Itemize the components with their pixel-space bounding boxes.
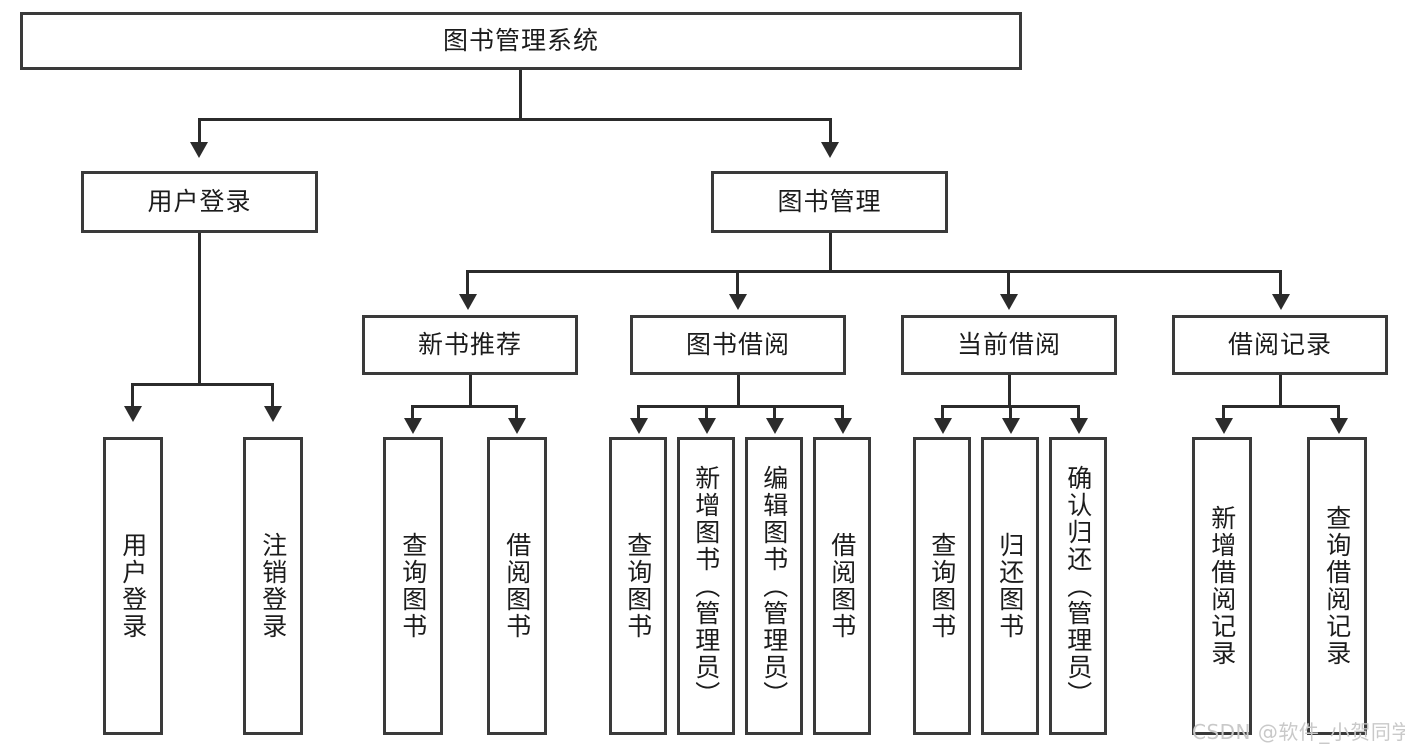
arrowhead-leaf-query-book-3	[934, 418, 952, 434]
edge-book-management-down	[829, 233, 832, 270]
edge-book-borrow-bus	[637, 405, 844, 408]
node-book-management[interactable]: 图书管理	[711, 171, 948, 233]
edge-cb-leaf3	[1077, 405, 1080, 419]
arrowhead-leaf-query-book-1	[404, 418, 422, 434]
edge-user-login-down	[198, 233, 201, 383]
node-leaf-borrow-book-1[interactable]: 借阅图书	[487, 437, 547, 735]
edge-nb-leaf2	[515, 405, 518, 419]
edge-borrow-record-bus	[1222, 405, 1337, 408]
edge-bm-to-current-borrow	[1007, 270, 1010, 296]
node-leaf-borrow-book-2[interactable]: 借阅图书	[813, 437, 871, 735]
node-leaf-return-book[interactable]: 归还图书	[981, 437, 1039, 735]
arrowhead-leaf-return-book	[1002, 418, 1020, 434]
node-book-management-system[interactable]: 图书管理系统	[20, 12, 1022, 70]
arrowhead-new-book-recommend	[459, 294, 477, 310]
edge-book-management-bus	[466, 270, 1282, 273]
node-book-borrow[interactable]: 图书借阅	[630, 315, 846, 375]
edge-root-to-user-login	[198, 118, 201, 144]
edge-bb-leaf4	[841, 405, 844, 419]
arrowhead-leaf-confirm-return	[1070, 418, 1088, 434]
node-leaf-query-book-1[interactable]: 查询图书	[383, 437, 443, 735]
edge-br-leaf1	[1222, 405, 1225, 419]
node-new-book-recommend[interactable]: 新书推荐	[362, 315, 578, 375]
edge-user-login-leaf2	[271, 383, 274, 408]
edge-cb-leaf1	[941, 405, 944, 419]
arrowhead-leaf-query-record	[1330, 418, 1348, 434]
arrowhead-leaf-add-record	[1215, 418, 1233, 434]
node-leaf-query-record[interactable]: 查询借阅记录	[1307, 437, 1367, 735]
arrowhead-leaf-query-book-2	[630, 418, 648, 434]
arrowhead-current-borrow	[1000, 294, 1018, 310]
edge-user-login-leaf1	[131, 383, 134, 408]
edge-bb-leaf1	[637, 405, 640, 419]
edge-bb-leaf2	[705, 405, 708, 419]
node-leaf-add-record[interactable]: 新增借阅记录	[1192, 437, 1252, 735]
csdn-watermark: CSDN @软件_小贺同学	[1192, 720, 1405, 744]
edge-bb-leaf3	[773, 405, 776, 419]
node-current-borrow[interactable]: 当前借阅	[901, 315, 1117, 375]
arrowhead-leaf-borrow-book-1	[508, 418, 526, 434]
node-leaf-user-login[interactable]: 用户登录	[103, 437, 163, 735]
edge-bm-to-new-book	[466, 270, 469, 296]
edge-user-login-bus	[131, 383, 273, 386]
node-leaf-edit-book[interactable]: 编辑图书（管理员）	[745, 437, 803, 735]
edge-root-bus	[198, 118, 832, 121]
node-leaf-query-book-2[interactable]: 查询图书	[609, 437, 667, 735]
arrowhead-leaf-borrow-book-2	[834, 418, 852, 434]
node-leaf-user-logout[interactable]: 注销登录	[243, 437, 303, 735]
arrowhead-book-management	[821, 142, 839, 158]
node-leaf-confirm-return[interactable]: 确认归还（管理员）	[1049, 437, 1107, 735]
edge-root-to-book-management	[829, 118, 832, 144]
node-leaf-add-book[interactable]: 新增图书（管理员）	[677, 437, 735, 735]
arrowhead-book-borrow	[729, 294, 747, 310]
edge-cb-leaf2	[1009, 405, 1012, 419]
edge-current-borrow-down	[1008, 375, 1011, 405]
edge-nb-leaf1	[411, 405, 414, 419]
arrowhead-leaf-user-logout	[264, 406, 282, 422]
node-user-login[interactable]: 用户登录	[81, 171, 318, 233]
arrowhead-leaf-user-login	[124, 406, 142, 422]
node-borrow-record[interactable]: 借阅记录	[1172, 315, 1388, 375]
edge-new-book-down	[469, 375, 472, 405]
edge-new-book-bus	[411, 405, 518, 408]
edge-bm-to-borrow-record	[1279, 270, 1282, 296]
arrowhead-borrow-record	[1272, 294, 1290, 310]
arrowhead-leaf-edit-book	[766, 418, 784, 434]
edge-bm-to-book-borrow	[736, 270, 739, 296]
edge-borrow-record-down	[1279, 375, 1282, 405]
edge-root-down	[519, 70, 522, 118]
edge-book-borrow-down	[737, 375, 740, 405]
edge-br-leaf2	[1337, 405, 1340, 419]
node-leaf-query-book-3[interactable]: 查询图书	[913, 437, 971, 735]
arrowhead-leaf-add-book	[698, 418, 716, 434]
arrowhead-user-login	[190, 142, 208, 158]
